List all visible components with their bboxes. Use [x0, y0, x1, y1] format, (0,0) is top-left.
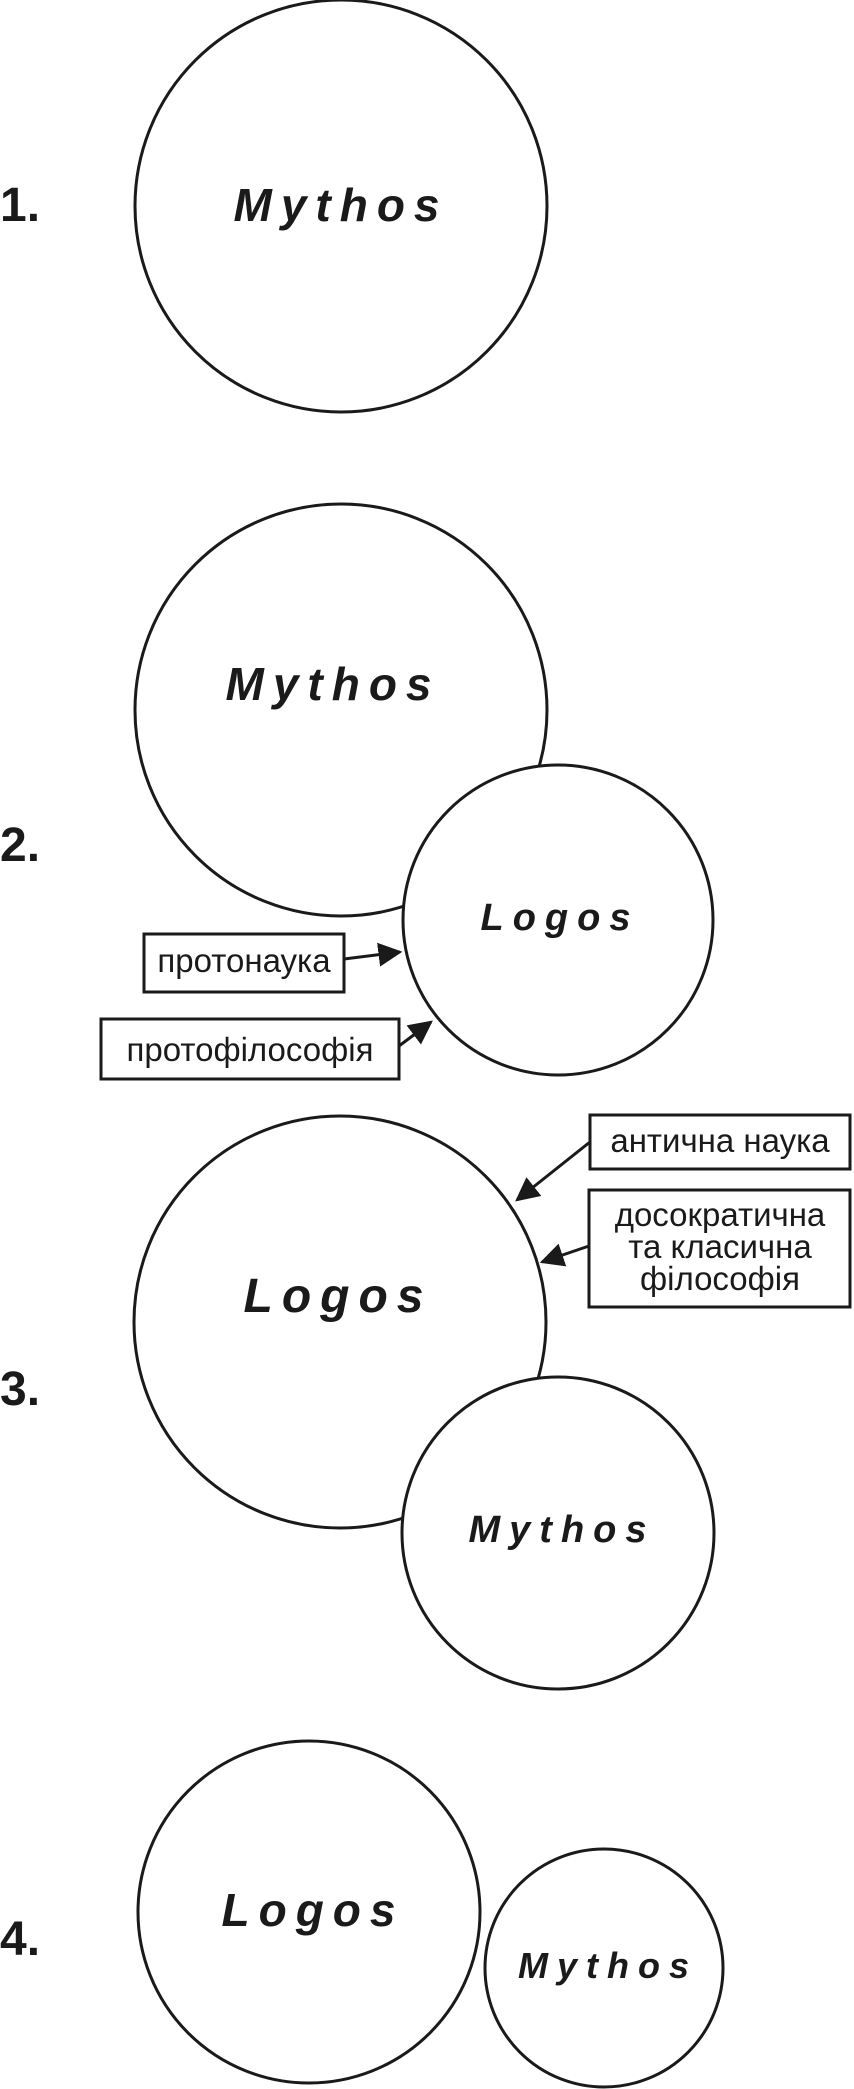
stage-2-protophilosophy-arrow: [398, 1020, 433, 1048]
stage-2-logos-label: Logos: [481, 897, 640, 939]
stage-4: 4. Logos Mythos: [0, 1739, 725, 2089]
stage-3-philosophy-line-1: досократична: [615, 1196, 826, 1233]
stage-3-mythos-circle: [400, 1375, 716, 1691]
stage-3-logos-label: Logos: [244, 1270, 433, 1323]
stage-4-logos-label: Logos: [222, 1884, 405, 1936]
stage-3-philosophy-box: [587, 1188, 852, 1309]
stage-3-mythos-label: Mythos: [469, 1509, 656, 1551]
stage-2-protoscience-label: протонаука: [157, 942, 331, 979]
stage-1: 1. Mythos: [0, 0, 549, 414]
stage-1-number: 1.: [0, 179, 40, 232]
stage-3-logos-circle: [132, 1114, 548, 1530]
stage-4-mythos-circle: [483, 1847, 725, 2089]
stage-3-ancient-science-label: антична наука: [610, 1122, 830, 1159]
stage-4-logos-circle: [136, 1739, 482, 2085]
stage-2: 2. Mythos Logos протонаука протофілософі…: [0, 502, 715, 1081]
stage-2-logos-circle: [401, 763, 715, 1077]
stage-3-philosophy-line-3: філософія: [640, 1260, 800, 1297]
stage-2-protoscience-box: [142, 932, 346, 994]
stage-1-mythos-label: Mythos: [234, 179, 449, 231]
stage-2-number: 2.: [0, 819, 40, 872]
stage-3: 3. Logos Mythos антична наука досократич…: [0, 1113, 852, 1691]
stage-1-mythos-circle: [133, 0, 549, 414]
stage-2-protophilosophy-box: [99, 1017, 401, 1081]
stage-4-mythos-label: Mythos: [518, 1945, 698, 1986]
stage-4-number: 4.: [0, 1913, 40, 1966]
stage-3-number: 3.: [0, 1363, 40, 1416]
stage-2-protophilosophy-label: протофілософія: [127, 1031, 374, 1068]
stage-2-mythos-label: Mythos: [226, 658, 441, 710]
stage-2-protoscience-arrow: [343, 942, 403, 967]
stage-3-philosophy-line-2: та класична: [628, 1228, 812, 1265]
stage-3-ancient-science-arrow: [515, 1140, 591, 1202]
stage-3-philosophy-arrow: [539, 1243, 590, 1267]
